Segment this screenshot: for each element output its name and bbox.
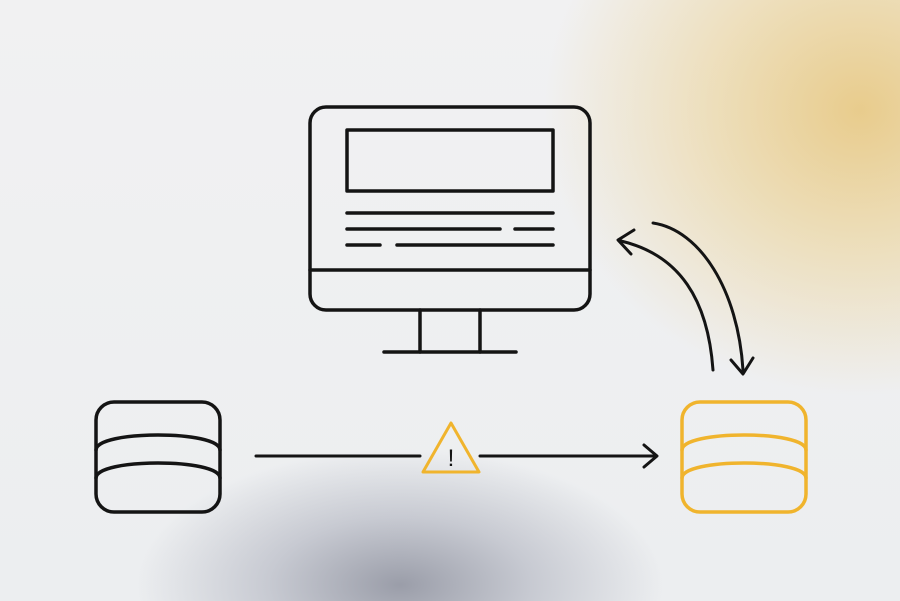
db-body (680, 400, 808, 514)
warning-triangle-icon: ! (421, 421, 481, 474)
source-database-icon (94, 400, 222, 514)
sync-arrow-down (651, 221, 745, 372)
sync-arrow-up (619, 239, 715, 372)
screen-banner-block (345, 128, 555, 193)
desktop-monitor-icon (308, 105, 592, 354)
db-body (94, 400, 222, 514)
db-disk-line (94, 433, 222, 452)
sync-arrows (616, 221, 755, 376)
target-database-icon (680, 400, 808, 514)
migration-arrow (254, 443, 659, 469)
warning-triangle-outline (421, 421, 481, 474)
db-disk-line (94, 461, 222, 480)
warning-exclamation: ! (448, 445, 455, 472)
db-disk-line (680, 433, 808, 452)
monitor-frame (308, 105, 592, 312)
arrow-head-down-icon (729, 356, 755, 376)
db-disk-line (680, 461, 808, 480)
arrow-head-right-icon (642, 443, 659, 469)
arrow-head-left-icon (616, 228, 636, 256)
